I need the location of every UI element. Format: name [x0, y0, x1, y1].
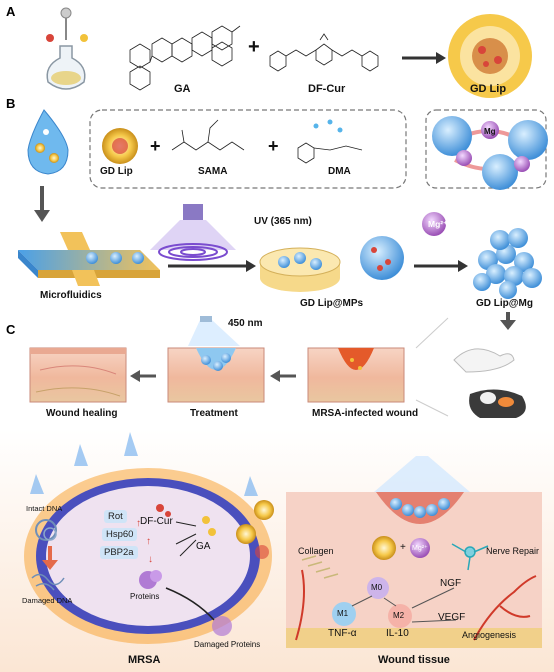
dma-label: DMA — [328, 166, 351, 177]
dma-structure-diagram — [297, 119, 363, 164]
gdlip-mg-label: GD Lip@Mg — [476, 298, 533, 309]
wound-laser — [374, 456, 470, 492]
gdlip-label-a: GD Lip — [470, 83, 507, 95]
flask-icon — [46, 7, 88, 90]
petri-dish-gdlip-mps — [259, 247, 341, 292]
rot-up-arrow: ↑ — [136, 518, 141, 529]
uv-label: UV (365 nm) — [254, 216, 312, 227]
macrophage-arrows — [351, 587, 457, 623]
hsp60-label: Hsp60 — [102, 528, 138, 541]
microfluidics-chip — [18, 232, 160, 286]
proteins-icon — [139, 570, 162, 589]
intact-dna-label: Intact DNA — [26, 504, 63, 513]
mrsa-title: MRSA — [128, 654, 161, 666]
arrow-infected-to-treatment — [270, 370, 296, 382]
blood-vessels — [295, 569, 537, 641]
vegf-label: VEGF — [438, 612, 466, 623]
arrow-a — [402, 52, 446, 64]
mg2-label: Mg²⁺ — [428, 219, 448, 229]
mrsa-ga-label: GA — [196, 541, 211, 552]
mrsa-dfcur-label: DF-Cur — [140, 516, 173, 527]
arrow-treatment-to-healing — [130, 370, 156, 382]
dfcur-label: DF-Cur — [308, 83, 346, 95]
protein-arrow — [165, 587, 215, 621]
arrow-mf-to-mps — [168, 260, 256, 272]
wound-mg-label: Mg²⁺ — [412, 545, 428, 552]
lip-mg-in-wound — [372, 536, 430, 560]
ga-structure-diagram — [129, 25, 241, 91]
arrow-down-mg — [500, 312, 516, 330]
wound-healing-label: Wound healing — [46, 408, 118, 419]
intact-dna-icon — [35, 519, 57, 541]
wound-tissue-title: Wound tissue — [378, 654, 450, 666]
skin-wound-healing — [29, 347, 127, 403]
sama-label: SAMA — [198, 166, 228, 177]
animal-connector-line-1 — [415, 317, 449, 349]
infected-label: MRSA-infected wound — [312, 408, 419, 419]
microfluidics-label: Microfluidics — [40, 290, 102, 301]
wound-plus-label: + — [400, 542, 406, 553]
gdlip-mps-label: GD Lip@MPs — [300, 298, 364, 309]
mg-ion-icon — [422, 212, 446, 236]
gd-lip-large-particle — [448, 14, 532, 98]
nerve-cell-icon — [451, 543, 489, 571]
hsp60-up-arrow: ↑ — [146, 536, 151, 547]
panel-label-b: B — [6, 96, 16, 111]
plus-sign-2: + — [268, 136, 279, 156]
arrow-down-b — [34, 186, 50, 222]
mg-node-label: Mg — [484, 127, 496, 136]
ga-label: GA — [174, 83, 191, 95]
sama-structure-diagram — [171, 119, 245, 151]
panel-label-a: A — [6, 4, 16, 19]
mrsa-cell — [24, 468, 272, 644]
damaged-proteins-label: Damaged Proteins — [194, 640, 261, 649]
ga-arrows — [175, 521, 197, 557]
uv-lamp-icon — [150, 204, 236, 261]
damaged-dna-label: Damaged DNA — [22, 596, 73, 605]
m2-label: M2 — [393, 611, 405, 620]
nerve-repair-label: Nerve Repair — [486, 546, 540, 556]
damaged-proteins-icon — [212, 616, 232, 636]
free-lip-particles — [236, 500, 274, 559]
crosslink-box — [425, 109, 547, 189]
skin-mrsa-infected — [307, 347, 405, 403]
wound-tissue-block — [286, 492, 542, 648]
m1-label: M1 — [337, 609, 349, 618]
il10-label: IL-10 — [386, 628, 409, 639]
rot-label: Rot — [104, 510, 127, 523]
skin-treatment — [167, 347, 265, 403]
animal-models — [453, 348, 526, 418]
gd-lip-small-icon — [102, 128, 138, 164]
collagen-fibers — [301, 555, 339, 579]
animal-connector-line-2 — [415, 399, 449, 417]
gd-lip-mg-aggregate — [473, 228, 542, 299]
mrsa-light-spikes — [30, 432, 258, 496]
laser-label: 450 nm — [228, 318, 263, 329]
arrow-mps-to-mg — [414, 260, 468, 272]
ngf-label: NGF — [440, 578, 462, 589]
dna-arrow — [42, 546, 58, 570]
components-box — [89, 109, 407, 189]
panel-label-c: C — [6, 322, 16, 337]
pbp2a-down-arrow: ↓ — [148, 554, 153, 565]
proteins-label: Proteins — [130, 592, 160, 601]
plus-label-a: + — [248, 36, 260, 58]
mg-crosslink-diagram — [432, 116, 548, 190]
tnf-label: TNF-α — [328, 628, 357, 639]
mp-particle-zoom — [360, 236, 404, 280]
laser-beam — [188, 316, 240, 346]
pbp2a-label: PBP2a — [100, 546, 138, 559]
dfcur-structure-diagram — [269, 33, 379, 72]
m0-label: M0 — [371, 583, 383, 592]
collagen-label: Collagen — [298, 546, 334, 556]
gdlip-label-b: GD Lip — [100, 166, 133, 177]
treatment-label: Treatment — [190, 408, 238, 419]
droplet-icon — [27, 109, 69, 175]
angiogenesis-label: Angiogenesis — [462, 630, 517, 640]
plus-sign-1: + — [150, 136, 161, 156]
macrophages — [332, 577, 412, 628]
damaged-dna-icon — [31, 573, 65, 591]
